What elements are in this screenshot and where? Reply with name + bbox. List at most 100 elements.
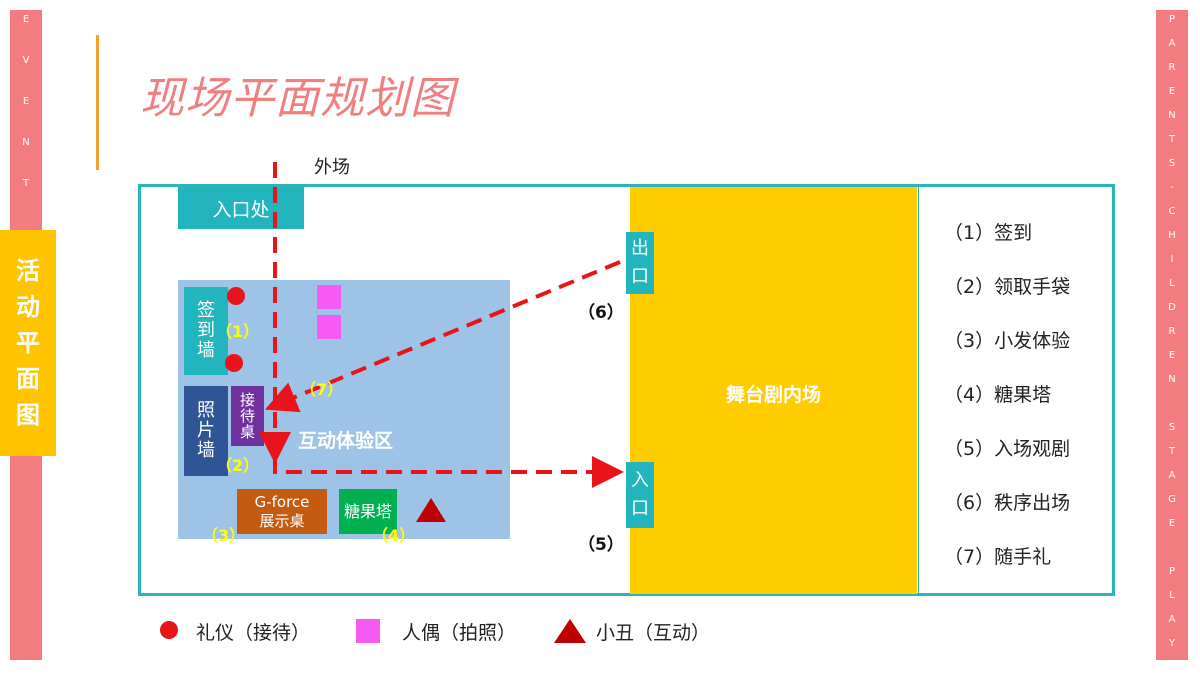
strip-letter: E bbox=[22, 96, 30, 107]
clown-triangle-marker bbox=[416, 498, 446, 522]
candy-tower: 糖果塔 bbox=[339, 489, 397, 534]
side-section-label: 活 动 平 面 图 bbox=[0, 230, 56, 456]
exit-door-char: 出 bbox=[631, 238, 649, 259]
entrance-box: 入口处 bbox=[178, 187, 304, 229]
strip-letter: E bbox=[22, 14, 30, 25]
side-label-char: 活 bbox=[16, 257, 40, 285]
side-label-char: 动 bbox=[16, 293, 40, 321]
mascot-square-marker bbox=[317, 315, 341, 339]
route-exit-arrow bbox=[264, 260, 621, 413]
strip-letter: - bbox=[1170, 182, 1174, 193]
key-triangle-icon bbox=[554, 619, 586, 643]
marker-7: （7） bbox=[300, 380, 344, 399]
stage-area-label: 舞台剧内场 bbox=[725, 384, 821, 406]
exit-door-char: 口 bbox=[631, 266, 649, 287]
strip-letter: Y bbox=[1168, 638, 1176, 649]
strip-letter: P bbox=[1168, 14, 1176, 25]
stage-area bbox=[630, 187, 917, 594]
strip-letter: A bbox=[1168, 470, 1176, 481]
key-dot-label: 礼仪（接待） bbox=[196, 622, 311, 644]
vertical-char: 接 bbox=[239, 391, 255, 409]
strip-letter: C bbox=[1168, 206, 1176, 217]
gforce-desk-label: 展示桌 bbox=[259, 511, 305, 530]
legend-item: （4）糖果塔 bbox=[944, 384, 1052, 406]
marker-3: （3） bbox=[202, 526, 246, 545]
strip-letter: V bbox=[22, 55, 30, 66]
host-dot-marker bbox=[227, 287, 245, 305]
vertical-char: 到 bbox=[197, 320, 215, 341]
legend-item: （5）入场观剧 bbox=[944, 438, 1071, 460]
host-dot-marker bbox=[225, 354, 243, 372]
strip-letter: N bbox=[22, 137, 30, 148]
strip-letter: N bbox=[1168, 110, 1176, 121]
key-square-icon bbox=[356, 619, 380, 643]
strip-letter: L bbox=[1169, 278, 1175, 289]
key-dot-icon bbox=[160, 621, 178, 639]
reception-desk: 接待桌 bbox=[231, 386, 264, 446]
outer-area-label: 外场 bbox=[314, 157, 350, 178]
strip-letter: R bbox=[1168, 62, 1176, 73]
vertical-char: 片 bbox=[197, 420, 215, 441]
key-triangle-label: 小丑（互动） bbox=[596, 622, 711, 644]
legend-item: （7）随手礼 bbox=[944, 546, 1052, 568]
entry-door-char: 口 bbox=[631, 498, 649, 519]
mascot-square-marker bbox=[317, 285, 341, 309]
strip-letter: A bbox=[1168, 38, 1176, 49]
interactive-zone-label: 互动体验区 bbox=[298, 430, 394, 452]
legend-item: （2）领取手袋 bbox=[944, 276, 1071, 298]
strip-letter: S bbox=[1168, 422, 1176, 433]
exit-door: 出 口 bbox=[626, 232, 654, 294]
vertical-char: 墙 bbox=[197, 340, 215, 361]
side-label-char: 图 bbox=[16, 401, 40, 429]
vertical-char: 墙 bbox=[197, 440, 215, 461]
strip-letter: E bbox=[1168, 86, 1176, 97]
legend-item: （6）秩序出场 bbox=[944, 492, 1071, 514]
strip-letter: T bbox=[1168, 134, 1176, 145]
strip-letter: I bbox=[1170, 254, 1174, 265]
key-square-label: 人偶（拍照） bbox=[402, 622, 517, 644]
strip-letter: A bbox=[1168, 614, 1176, 625]
photo-wall-label: 照片墙 bbox=[197, 401, 215, 461]
strip-letter: T bbox=[1168, 446, 1176, 457]
strip-letter: R bbox=[1168, 326, 1176, 337]
legend-divider bbox=[918, 186, 919, 594]
reception-desk-label: 接待桌 bbox=[240, 392, 255, 440]
page-title: 现场平面规划图 bbox=[140, 73, 455, 124]
strip-letter: T bbox=[22, 178, 30, 189]
marker-6: （6） bbox=[578, 303, 624, 323]
marker-2: （2） bbox=[216, 456, 260, 475]
entry-door: 入 口 bbox=[626, 462, 654, 528]
candy-tower-label: 糖果塔 bbox=[343, 501, 392, 521]
marker-1: （1） bbox=[216, 322, 260, 341]
vertical-char: 照 bbox=[197, 400, 215, 421]
entry-door-char: 入 bbox=[631, 470, 649, 491]
title-accent-line bbox=[96, 35, 99, 170]
strip-letter: N bbox=[1168, 374, 1176, 385]
vertical-char: 桌 bbox=[239, 423, 255, 441]
legend-item: （1）签到 bbox=[944, 222, 1033, 244]
sign-wall-label: 签到墙 bbox=[197, 301, 215, 361]
route-to-stage-arrow bbox=[273, 456, 624, 488]
floor-plan-frame bbox=[138, 184, 1115, 596]
marker-4: （4） bbox=[372, 526, 416, 545]
vertical-char: 待 bbox=[239, 407, 255, 425]
marker-5: （5） bbox=[578, 535, 624, 555]
strip-letter: E bbox=[1168, 518, 1176, 529]
strip-letter: P bbox=[1168, 566, 1176, 577]
sign-wall: 签到墙 bbox=[184, 287, 228, 375]
strip-letter: G bbox=[1168, 494, 1176, 505]
strip-letter: D bbox=[1168, 302, 1176, 313]
strip-letter: E bbox=[1168, 350, 1176, 361]
vertical-char: 签 bbox=[197, 300, 215, 321]
strip-letter: S bbox=[1168, 158, 1176, 169]
legend-item: （3）小发体验 bbox=[944, 330, 1071, 352]
gforce-display-desk: G-force 展示桌 bbox=[237, 489, 327, 534]
strip-letter: H bbox=[1168, 230, 1176, 241]
side-label-char: 面 bbox=[16, 365, 40, 393]
side-label-char: 平 bbox=[16, 329, 40, 357]
photo-wall: 照片墙 bbox=[184, 386, 228, 476]
gforce-label: G-force bbox=[254, 492, 310, 511]
